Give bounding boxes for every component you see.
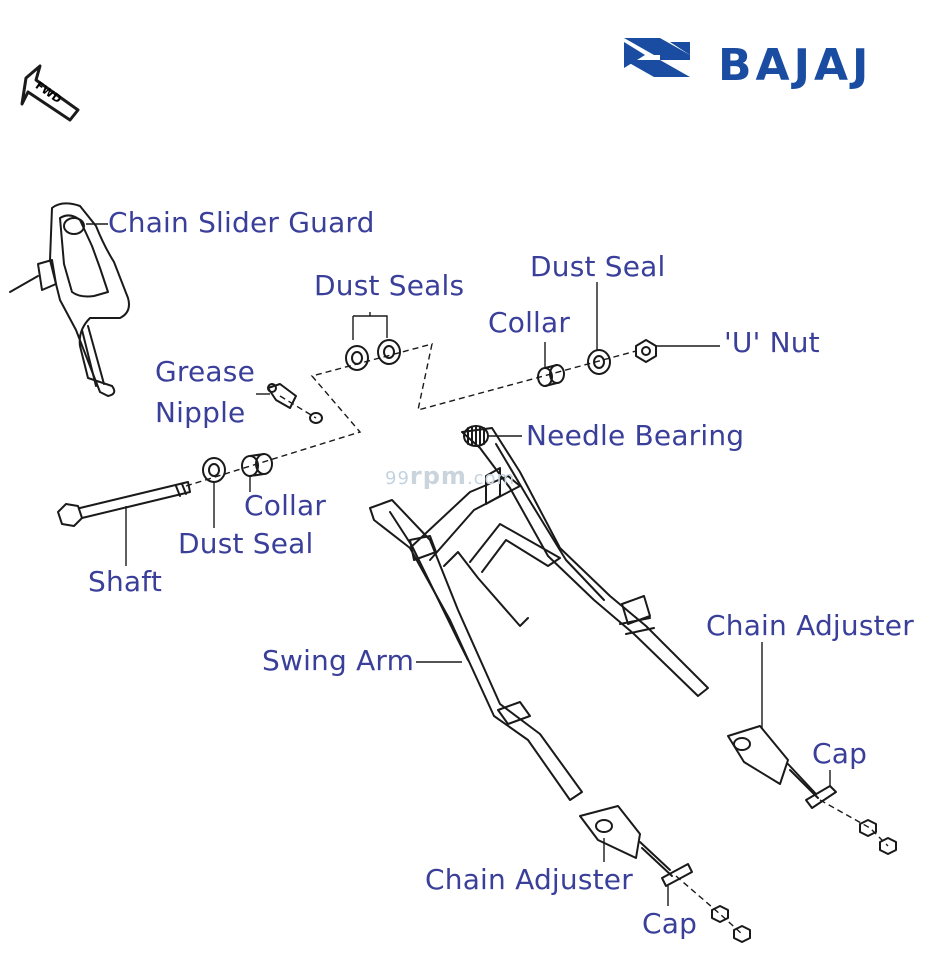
chain-adjuster-bottom-part: [579, 805, 673, 877]
dust-seal-top-part: [587, 349, 611, 375]
u-nut-part: [635, 339, 657, 363]
dust-seal-left-part: [202, 457, 226, 483]
watermark-left: 99: [385, 468, 410, 489]
label-needle-bearing: Needle Bearing: [526, 419, 745, 452]
label-dust-seal-top: Dust Seal: [530, 250, 666, 283]
chain-slider-guard-part: [9, 202, 130, 397]
swing-arm-part: [369, 427, 709, 801]
label-dust-seals: Dust Seals: [314, 269, 465, 302]
label-swing-arm: Swing Arm: [262, 644, 415, 677]
label-cap-bottom: Cap: [642, 907, 698, 940]
label-grease: Grease: [155, 355, 255, 388]
watermark-right: .com: [466, 468, 516, 489]
label-u-nut: 'U' Nut: [724, 326, 820, 359]
label-collar-left: Collar: [244, 489, 327, 522]
fwd-arrow-icon: [20, 64, 80, 122]
label-nipple: Nipple: [155, 396, 246, 429]
bajaj-logo-icon: [624, 38, 690, 77]
cap-bottom-part: [661, 863, 693, 887]
label-chain-adjuster-bottom: Chain Adjuster: [425, 863, 633, 896]
nut-bottom-part: [711, 905, 751, 943]
watermark-mid: rpm: [409, 462, 467, 490]
label-collar-top: Collar: [488, 306, 571, 339]
nut-right-part: [859, 819, 897, 855]
brand-name: BAJAJ: [718, 40, 873, 91]
leader-lines: [86, 223, 831, 906]
label-chain-slider-guard: Chain Slider Guard: [108, 206, 375, 239]
assembly-lines: [185, 343, 889, 935]
label-dust-seal-left: Dust Seal: [178, 527, 314, 560]
cap-right-part: [805, 785, 837, 809]
grease-nipple-part: [267, 383, 323, 424]
collar-left-part: [241, 453, 273, 477]
collar-top-part: [537, 364, 565, 387]
dust-seals-pair-part: [345, 339, 401, 371]
label-chain-adjuster-right: Chain Adjuster: [706, 609, 914, 642]
label-shaft: Shaft: [88, 565, 163, 598]
chain-adjuster-right-part: [727, 725, 819, 799]
label-cap-right: Cap: [812, 737, 868, 770]
shaft-part: [57, 481, 191, 527]
watermark: 99rpm.com: [385, 462, 515, 490]
